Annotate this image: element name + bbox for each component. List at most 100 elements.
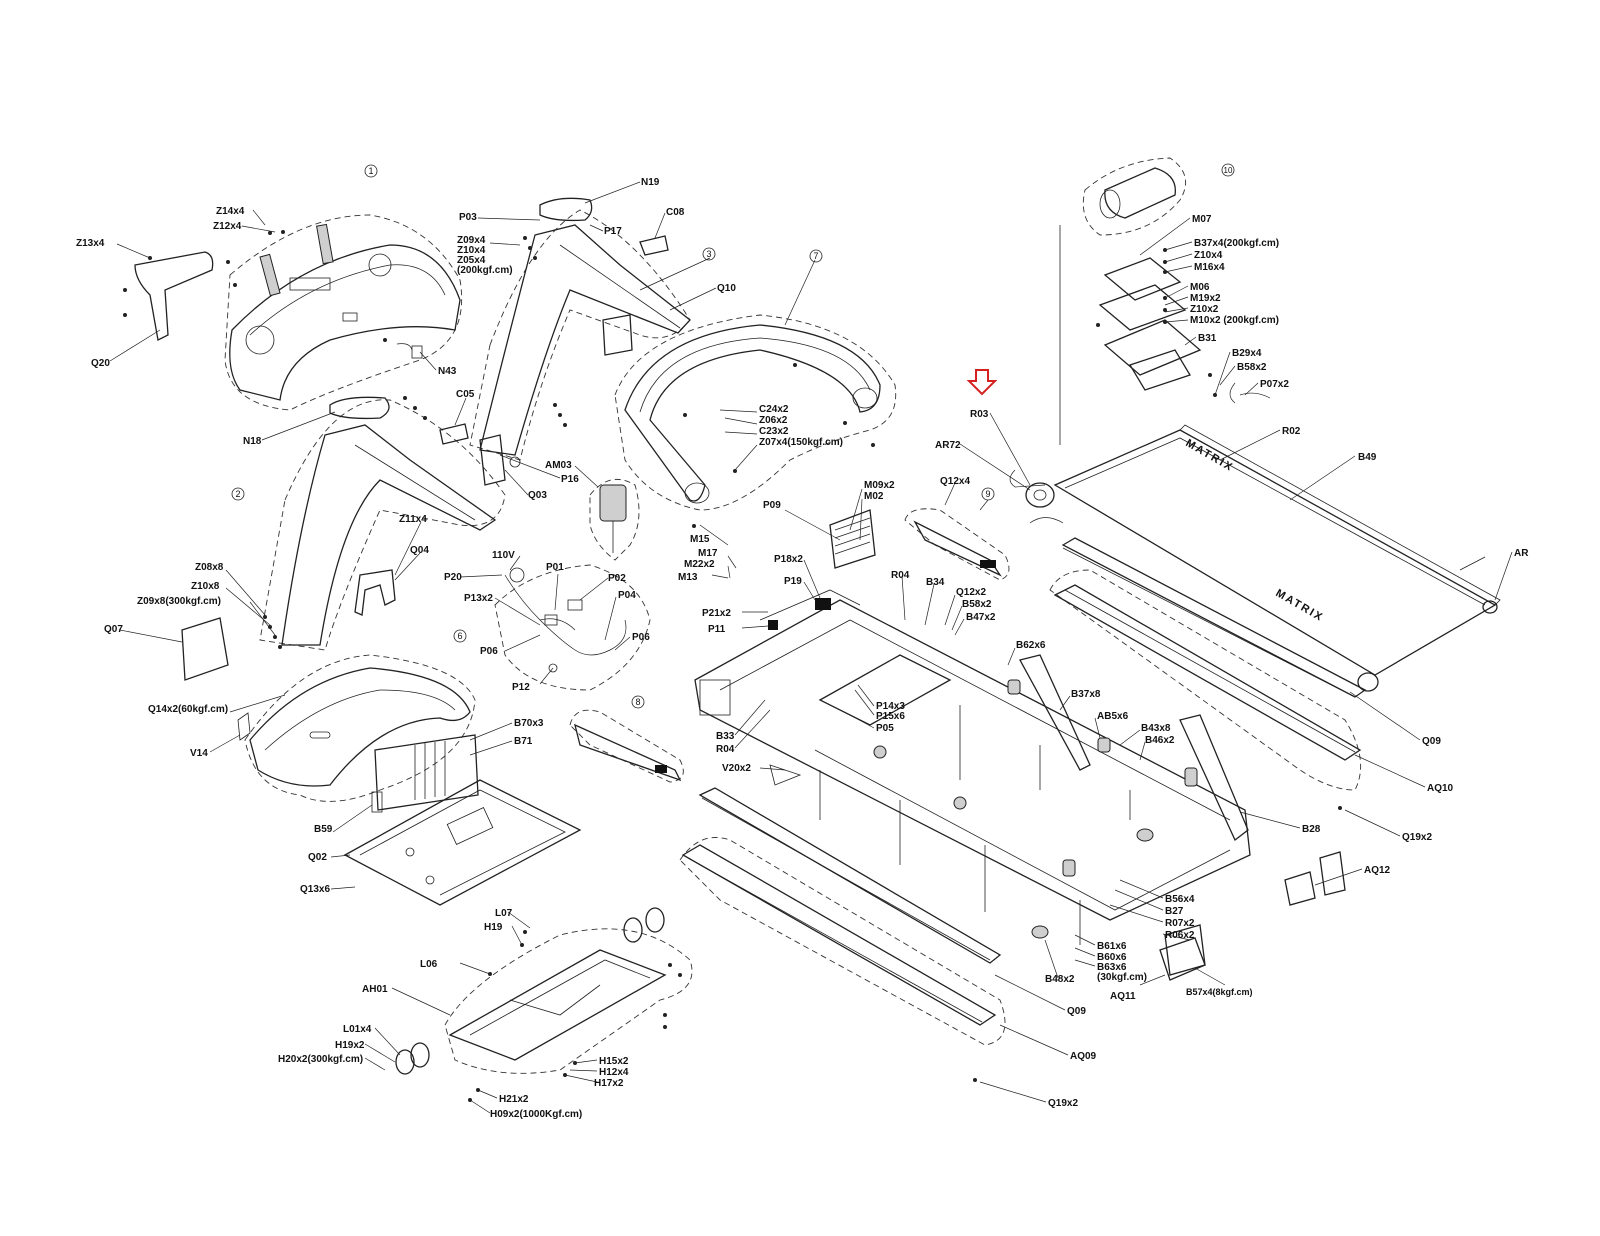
callout-p04: P04 <box>618 590 636 601</box>
svg-text:9: 9 <box>985 489 990 499</box>
callout-m19x2: M19x2 <box>1190 293 1221 304</box>
callout-p18x2: P18x2 <box>774 554 803 565</box>
svg-text:3: 3 <box>706 249 711 259</box>
callout-m13: M13 <box>678 572 698 583</box>
leader-lines <box>109 181 1513 1114</box>
callout-q14x2: Q14x2(60kgf.cm) <box>148 704 228 715</box>
callout-q09-a: Q09 <box>1422 736 1441 747</box>
callout-b48x2: B48x2 <box>1045 974 1075 985</box>
callout-m15: M15 <box>690 534 710 545</box>
callout-m07: M07 <box>1192 214 1212 225</box>
callout-p15x6: P15x6 <box>876 711 905 722</box>
group-number-2: 2 <box>231 487 245 501</box>
callout-p02: P02 <box>608 573 626 584</box>
svg-text:6: 6 <box>457 631 462 641</box>
callout-b61x6: B61x6 <box>1097 941 1127 952</box>
callout-h21x2: H21x2 <box>499 1094 529 1105</box>
callout-b56x4: B56x4 <box>1165 894 1195 905</box>
callout-p05: P05 <box>876 723 894 734</box>
callout-p12: P12 <box>512 682 530 693</box>
callout-c05: C05 <box>456 389 475 400</box>
svg-text:2: 2 <box>235 489 240 499</box>
callout-z05x4: Z05x4 <box>457 255 486 266</box>
callout-m17: M17 <box>698 548 718 559</box>
callout-r04-a: R04 <box>891 570 910 581</box>
callout-aq10: AQ10 <box>1427 783 1454 794</box>
callout-m10x2: M10x2 (200kgf.cm) <box>1190 315 1279 326</box>
callout-p09: P09 <box>763 500 781 511</box>
callout-b70x3: B70x3 <box>514 718 544 729</box>
callout-p21x2: P21x2 <box>702 608 731 619</box>
callout-m22x2: M22x2 <box>684 559 715 570</box>
callout-r04-b: R04 <box>716 744 735 755</box>
callout-p20: P20 <box>444 572 462 583</box>
callout-b37x8: B37x8 <box>1071 689 1101 700</box>
callout-b63x6: B63x6 <box>1097 962 1127 973</box>
svg-text:10: 10 <box>1224 166 1233 175</box>
callout-n43: N43 <box>438 366 457 377</box>
callout-z10x2: Z10x2 <box>1190 304 1219 315</box>
callout-b49: B49 <box>1358 452 1377 463</box>
callout-p06-a: P06 <box>480 646 498 657</box>
callout-q10: Q10 <box>717 283 736 294</box>
diagram-drawing <box>123 157 1501 1102</box>
callout-b28: B28 <box>1302 824 1321 835</box>
callout-110v: 110V <box>492 550 515 561</box>
group-number-8: 8 <box>631 695 645 709</box>
callout-m02: M02 <box>864 491 884 502</box>
callout-b60x6: B60x6 <box>1097 952 1127 963</box>
group-number-6: 6 <box>453 629 467 643</box>
callout-b34: B34 <box>926 577 945 588</box>
callout-aq11: AQ11 <box>1110 991 1136 1002</box>
callout-aq12: AQ12 <box>1364 865 1391 876</box>
callout-z12x4: Z12x4 <box>213 221 242 232</box>
group-number-3: 3 <box>702 247 716 261</box>
callout-v20x2: V20x2 <box>722 763 751 774</box>
callout-q02: Q02 <box>308 852 327 863</box>
callout-h19x2: H19x2 <box>335 1040 365 1051</box>
callout-q09-b: Q09 <box>1067 1006 1086 1017</box>
callout-h19-a: H19 <box>484 922 503 933</box>
callout-h20x2: H20x2(300kgf.cm) <box>278 1054 363 1065</box>
callout-h09x2: H09x2(1000Kgf.cm) <box>490 1109 582 1120</box>
callout-m06: M06 <box>1190 282 1210 293</box>
callout-q04: Q04 <box>410 545 429 556</box>
callout-b46x2: B46x2 <box>1145 735 1175 746</box>
callout-c08: C08 <box>666 207 685 218</box>
callout-b71: B71 <box>514 736 533 747</box>
callout-b62x6: B62x6 <box>1016 640 1046 651</box>
part-labels: Z14x4 Z12x4 Z13x4 Q20 N43 N18 C05 P03 N1… <box>76 177 1529 1120</box>
callout-q03: Q03 <box>528 490 547 501</box>
callout-b59: B59 <box>314 824 333 835</box>
callout-q19x2-a: Q19x2 <box>1402 832 1432 843</box>
callout-p17: P17 <box>604 226 622 237</box>
callout-c23x2: C23x2 <box>759 426 789 437</box>
callout-z10x4-a: Z10x4 <box>457 245 486 256</box>
callout-b63x6-torque: (30kgf.cm) <box>1097 972 1147 983</box>
group-number-10: 10 <box>1221 163 1235 177</box>
callout-aq09: AQ09 <box>1070 1051 1097 1062</box>
callout-q12x2: Q12x2 <box>956 587 986 598</box>
callout-q12x4: Q12x4 <box>940 476 970 487</box>
callout-p11: P11 <box>708 624 726 635</box>
callout-c24x2: C24x2 <box>759 404 789 415</box>
callout-p19: P19 <box>784 576 802 587</box>
callout-z10x4-b: Z10x4 <box>1194 250 1223 261</box>
group-number-9: 9 <box>981 487 995 501</box>
callout-n19: N19 <box>641 177 660 188</box>
callout-p07x2: P07x2 <box>1260 379 1289 390</box>
callout-z11x4: Z11x4 <box>399 514 427 525</box>
callout-z14x4: Z14x4 <box>216 206 245 217</box>
svg-text:7: 7 <box>813 251 818 261</box>
callout-p06-b: P06 <box>632 632 650 643</box>
callout-r02: R02 <box>1282 426 1301 437</box>
callout-b58x2-a: B58x2 <box>962 599 992 610</box>
callout-m09x2: M09x2 <box>864 480 895 491</box>
callout-r06x2: R06x2 <box>1165 930 1195 941</box>
callout-b27: B27 <box>1165 906 1184 917</box>
callout-l01x4: L01x4 <box>343 1024 372 1035</box>
callout-z13x4: Z13x4 <box>76 238 105 249</box>
callout-q19x2-b: Q19x2 <box>1048 1098 1078 1109</box>
callout-p14x3: P14x3 <box>876 701 905 712</box>
